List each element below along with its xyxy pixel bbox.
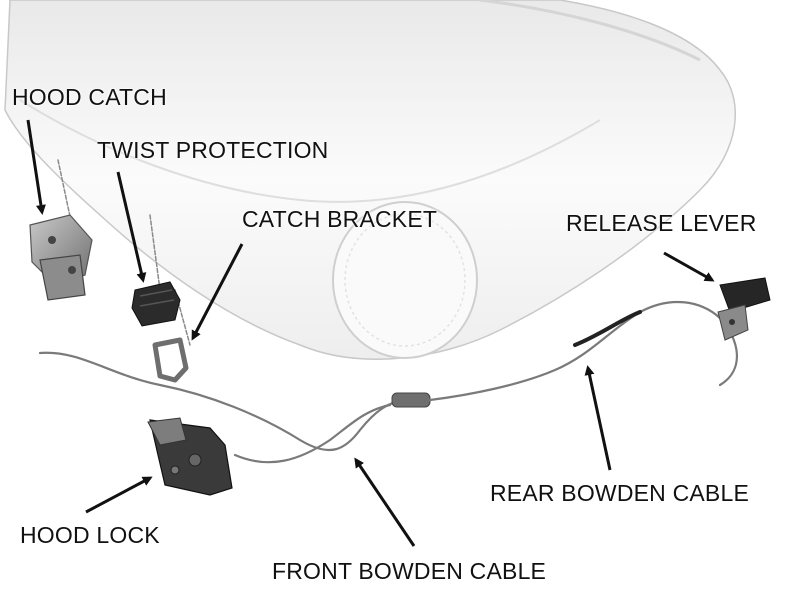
front-bowden-cable-line [38,351,412,451]
hood-lock-part [147,417,233,496]
arrow-hood-catch [26,119,46,215]
arrow-rear-bowden-cable [584,365,612,471]
cable-connector [391,392,431,408]
label-release-lever: RELEASE LEVER [566,210,757,236]
headlight-opening [332,201,478,359]
label-hood-lock: HOOD LOCK [20,522,160,548]
label-catch-bracket: CATCH BRACKET [242,206,438,232]
arrow-hood-lock [85,476,153,514]
arrow-front-bowden-cable [354,457,416,547]
arrow-catch-bracket [191,243,244,341]
arrow-twist-protection [116,171,147,283]
hood-panel [4,0,736,360]
label-rear-bowden-cable: REAR BOWDEN CABLE [490,480,750,506]
front-bowden-cable-line-2 [233,403,392,464]
twist-protection-part [131,281,181,327]
callout-arrows [26,119,715,547]
hood-catch-part [29,214,93,301]
arrow-release-lever [663,251,715,282]
release-lever-part [717,277,771,341]
catch-bracket-part [152,337,189,383]
label-hood-catch: HOOD CATCH [12,84,167,110]
label-front-bowden-cable: FRONT BOWDEN CABLE [272,558,547,584]
label-twist-protection: TWIST PROTECTION [97,137,329,163]
